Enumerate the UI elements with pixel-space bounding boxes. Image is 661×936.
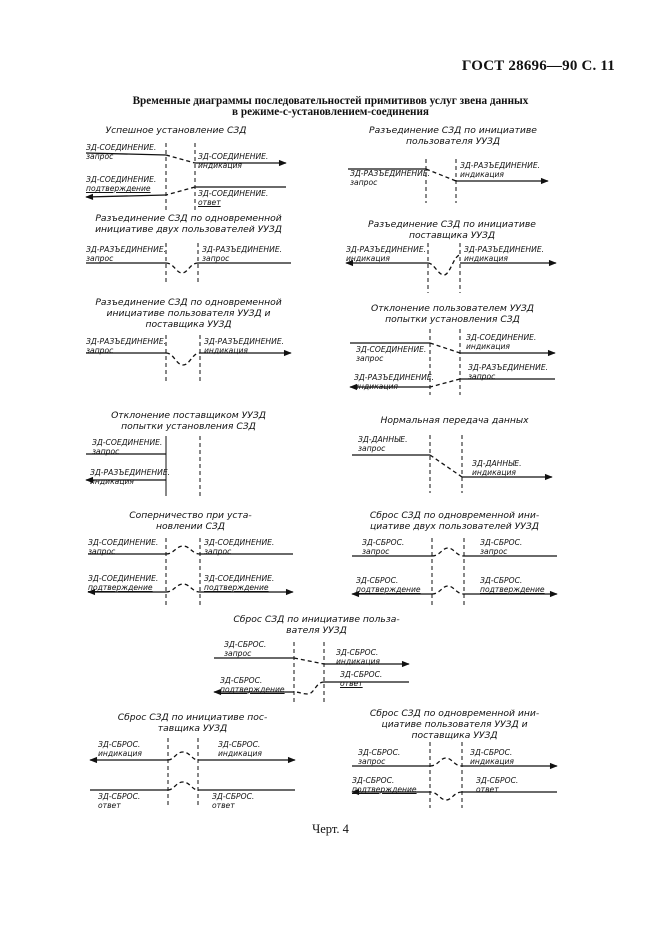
diagram-reset-provider: Сброс СЗД по инициативе пос-тавщика УУЗД… [89,712,296,812]
label-a: ЗД-СБРОС.индикация [98,740,142,758]
label-a: ЗД-РАЗЪЕДИНЕНИЕ.запрос [350,169,431,187]
sequence-diagram [348,159,549,203]
label-a: ЗД-ДАННЫЕ.запрос [358,435,408,453]
panel-title: Нормальная передача данных [380,415,529,426]
figure-caption: Черт. 4 [312,822,349,836]
diagram-successful-connection: Успешное установление СЗД ЗД-СОЕДИНЕНИЕ.… [85,125,287,215]
label-a: ЗД-РАЗЪЕДИНЕНИЕ.запрос [86,337,167,355]
label-a: ЗД-СОЕДИНЕНИЕ.запрос [356,345,427,363]
sequence-diagram [85,143,287,213]
label-a: ЗД-СОЕДИНЕНИЕ.запрос [92,438,163,456]
diagram-normal-data-transfer: Нормальная передача данных ЗД-ДАННЫЕ.зап… [352,415,557,495]
label-b: ЗД-РАЗЪЕДИНЕНИЕ.запрос [202,245,283,263]
panel-title: Сброс СЗД по одновременной ини-циативе п… [369,708,540,741]
sequence-diagram [351,742,558,808]
label-c: ЗД-СБРОС.подтверждение [356,576,421,594]
label-b: ЗД-ДАННЫЕ.индикация [472,459,522,477]
sequence-diagram [351,538,558,606]
sequence-diagram [352,435,553,493]
label-b: ЗД-СОЕДИНЕНИЕ.индикация [466,333,537,351]
figure-title-line-2: в режиме-с-установлением-соединения [232,106,429,118]
label-d: ЗД-РАЗЪЕДИНЕНИЕ.запрос [468,363,549,381]
label-d: ЗД-СБРОС.ответ [212,792,255,810]
sequence-diagram [85,436,201,496]
label-d: ЗД-СБРОС.подтверждение [480,576,545,594]
label-b: ЗД-СБРОС.индикация [470,748,514,766]
label-c: ЗД-СБРОС.подтверждение [220,676,285,694]
sequence-diagram [89,738,296,808]
label-a: ЗД-СБРОС.запрос [358,748,401,766]
label-a: ЗД-СБРОС.запрос [224,640,267,658]
sequence-diagram [86,243,291,285]
label-c: ЗД-СОЕДИНЕНИЕ.подтверждение [88,574,159,592]
label-c: ЗД-РАЗЪЕДИНЕНИЕ.индикация [354,373,435,391]
label-d: ЗД-СОЕДИНЕНИЕ.подтверждение [204,574,275,592]
panel-title: Сброс СЗД по инициативе пос-тавщика УУЗД [117,712,268,734]
sequence-diagram [86,335,292,382]
panel-title: Сброс СЗД по одновременной ини-циативе д… [369,510,540,532]
label-c: ЗД-РАЗЪЕДИНЕНИЕ.индикация [90,468,171,486]
diagram-connection-collision: Соперничество при уста-новлении СЗД ЗД-С… [87,510,294,610]
sequence-diagram [349,329,556,395]
label-b: ЗД-СОЕДИНЕНИЕ.индикация [198,152,269,170]
sequence-diagram [87,538,294,606]
label-c: ЗД-СОЕДИНЕНИЕ.подтверждение [86,175,157,193]
sequence-diagram [213,642,410,704]
page-header: ГОСТ 28696—90 С. 11 [461,58,615,74]
diagram-reset-user: Сброс СЗД по инициативе польза-вателя УУ… [213,614,419,704]
label-b: ЗД-СОЕДИНЕНИЕ.запрос [204,538,275,556]
label-d: ЗД-СБРОС.ответ [340,670,383,688]
label-d: ЗД-СОЕДИНЕНИЕ.ответ [198,189,269,207]
panel-title: Успешное установление СЗД [105,125,247,136]
label-a: ЗД-СОЕДИНЕНИЕ.запрос [88,538,159,556]
label-a: ЗД-РАЗЪЕДИНЕНИЕ.индикация [346,245,427,263]
panel-title: Сброс СЗД по инициативе польза-вателя УУ… [233,614,400,636]
sequence-diagram [345,243,557,293]
label-b: ЗД-СБРОС.запрос [480,538,523,556]
diagram-reset-both-users: Сброс СЗД по одновременной ини-циативе д… [351,510,558,610]
label-b: ЗД-РАЗЪЕДИНЕНИЕ.индикация [464,245,545,263]
label-b: ЗД-РАЗЪЕДИНЕНИЕ.индикация [460,161,541,179]
label-c: ЗД-СБРОС.ответ [98,792,141,810]
label-a: ЗД-РАЗЪЕДИНЕНИЕ.запрос [86,245,167,263]
label-b: ЗД-СБРОС.индикация [336,648,380,666]
figure-title-line-1: Временные диаграммы последовательностей … [132,95,529,107]
label-a: ЗД-СОЕДИНЕНИЕ.запрос [86,143,157,161]
diagram-reset-user-provider: Сброс СЗД по одновременной ини-циативе п… [351,708,558,813]
label-c: ЗД-СБРОС.подтверждение [352,776,417,794]
label-b: ЗД-РАЗЪЕДИНЕНИЕ.индикация [204,337,285,355]
label-d: ЗД-СБРОС.ответ [476,776,519,794]
panel-title: Соперничество при уста-новлении СЗД [129,510,252,532]
label-b: ЗД-СБРОС.индикация [218,740,262,758]
label-a: ЗД-СБРОС.запрос [362,538,405,556]
